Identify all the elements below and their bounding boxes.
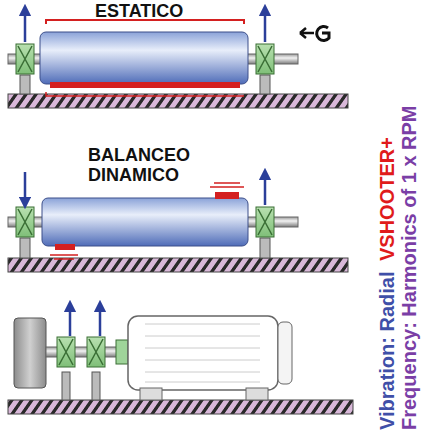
logo-mark xyxy=(300,26,329,40)
frequency-note: Frequency: Harmonics of 1 x RPM xyxy=(398,105,420,430)
vibration-note: Vibration: Radial xyxy=(376,271,398,430)
dynamic-title: BALANCEO DINAMICO xyxy=(88,146,218,186)
brand-text: VSHOOTER+ xyxy=(376,137,398,261)
static-title: ESTATICO xyxy=(95,2,183,22)
